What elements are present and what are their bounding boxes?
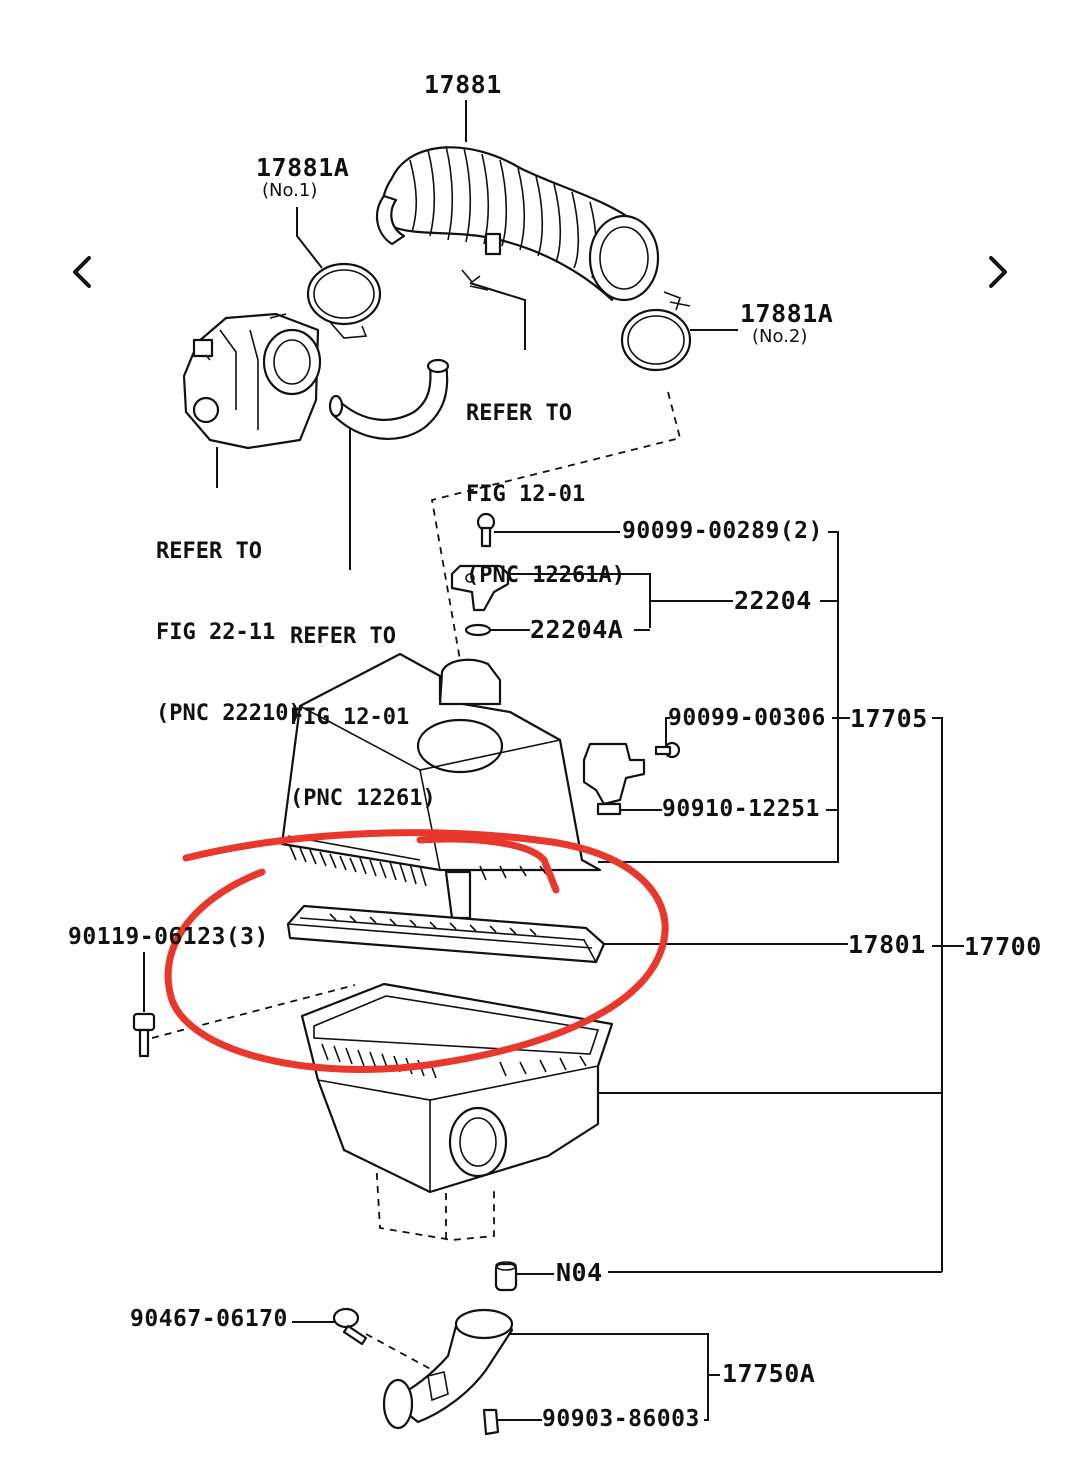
label-17700: 17700 <box>964 932 1042 961</box>
label-17881A-no1: 17881A <box>256 153 350 182</box>
label-17881A-no2: 17881A <box>740 299 834 328</box>
red-highlight-circle <box>164 829 669 1073</box>
label-17750A: 17750A <box>722 1359 816 1388</box>
label-90099-00306: 90099-00306 <box>668 705 826 731</box>
label-90903-86003: 90903-86003 <box>542 1406 700 1432</box>
hose-clamp-no1 <box>306 262 382 339</box>
air-filter-element-17801 <box>286 904 606 964</box>
inlet-duct-17750A <box>382 1308 514 1430</box>
label-90099-00289: 90099-00289(2) <box>622 518 823 544</box>
label-17801: 17801 <box>848 930 926 959</box>
reference-fig-12-01-a: REFER TO FIG 12-01 (PNC 12261A) <box>466 346 625 643</box>
reference-line: FIG 22-11 <box>156 620 276 645</box>
leader-lines <box>143 100 964 1421</box>
hose-clamp-no2 <box>620 308 692 372</box>
reference-line: REFER TO <box>466 401 572 426</box>
label-17881: 17881 <box>424 70 502 99</box>
next-image-button[interactable] <box>974 246 1022 298</box>
reference-line: REFER TO <box>290 624 396 649</box>
intake-hose-17881 <box>375 145 691 311</box>
breather-hose <box>328 358 450 440</box>
reference-line: REFER TO <box>156 539 262 564</box>
label-90119-06123: 90119-06123(3) <box>68 924 269 950</box>
throttle-body <box>182 312 322 450</box>
bolt-90467-06170 <box>332 1307 368 1346</box>
reference-line: FIG 12-01 <box>290 705 410 730</box>
label-17881A-no2-sub: (No.2) <box>752 326 808 347</box>
label-17881A-no1-sub: (No.1) <box>262 180 318 201</box>
label-90467-06170: 90467-06170 <box>130 1306 288 1332</box>
grommet-N04 <box>494 1261 518 1292</box>
label-22204A: 22204A <box>530 615 624 644</box>
reference-line: FIG 12-01 <box>466 482 586 507</box>
screw-90099-00289 <box>476 512 496 548</box>
reference-line: (PNC 12261A) <box>466 563 625 588</box>
air-cleaner-upper-case <box>280 652 602 920</box>
previous-image-button[interactable] <box>58 246 106 298</box>
label-22204: 22204 <box>734 586 812 615</box>
sensor-22204 <box>450 564 510 612</box>
valve-90910-12251 <box>582 742 646 816</box>
label-N04: N04 <box>556 1258 603 1287</box>
reference-fig-22-11: REFER TO FIG 22-11 (PNC 22210) <box>156 484 302 781</box>
clip-90903-86003 <box>482 1408 500 1436</box>
chevron-left-icon <box>73 256 91 288</box>
bolt-90119-06123 <box>132 1012 156 1058</box>
reference-line: (PNC 22210) <box>156 701 302 726</box>
chevron-right-icon <box>989 256 1007 288</box>
label-17705: 17705 <box>850 704 928 733</box>
o-ring-22204A <box>464 623 492 637</box>
reference-fig-12-01-b: REFER TO FIG 12-01 (PNC 12261) <box>290 569 436 866</box>
label-90910-12251: 90910-12251 <box>662 796 820 822</box>
reference-line: (PNC 12261) <box>290 786 436 811</box>
screw-90099-00306 <box>654 741 681 759</box>
air-cleaner-lower-case <box>300 982 614 1194</box>
